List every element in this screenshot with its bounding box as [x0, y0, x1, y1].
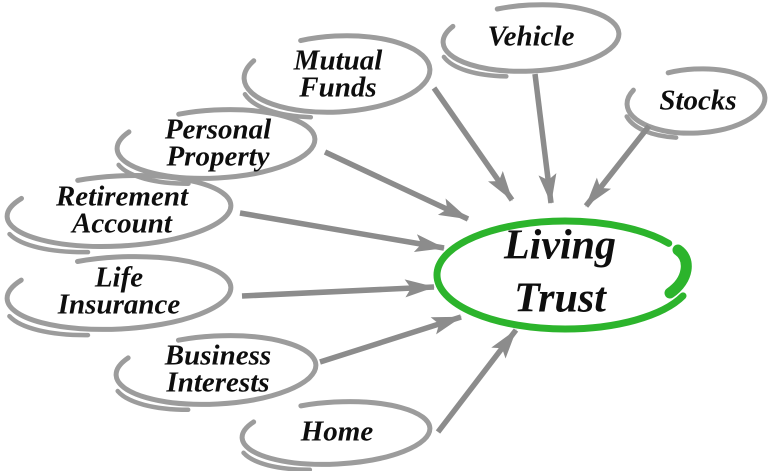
arrow-retirement-account-to-living-trust: [239, 210, 445, 252]
node-mutual-funds-ellipse: [239, 28, 435, 120]
arrow-personal-property-to-living-trust: [323, 149, 470, 222]
center-ellipse-hook-stroke: [664, 244, 692, 299]
node-retirement-account-label: Retirement Account: [55, 180, 189, 239]
node-retirement-account-ellipse: [2, 167, 236, 255]
arrow-business-interests-to-living-trust: [319, 314, 462, 365]
center-label-line2: Trust: [514, 275, 606, 321]
node-home-label-line1: Home: [300, 415, 374, 448]
arrow-vehicle-to-living-trust: [532, 73, 557, 204]
center-label-line1: Living: [504, 222, 616, 269]
center-living-trust-ellipse: [433, 217, 697, 333]
node-vehicle-ellipse: [438, 0, 624, 79]
node-personal-property-label-line2: Property: [166, 140, 270, 172]
arrow-life-insurance-to-living-trust: [241, 279, 435, 299]
arrow-stocks-to-living-trust: [583, 124, 652, 208]
arrow-home-to-living-trust: [435, 328, 519, 434]
node-stocks-ellipse: [622, 61, 768, 141]
node-home-ellipse: [237, 394, 435, 471]
node-retirement-account-label-line2: Account: [72, 207, 172, 239]
node-business-interests-label-line2: Interests: [166, 366, 270, 398]
node-business-interests-label-line1: Business: [164, 339, 272, 372]
node-life-insurance-label-line1: Life: [94, 261, 144, 294]
node-mutual-funds-label-line2: Funds: [299, 71, 377, 103]
node-vehicle-label: Vehicle: [487, 20, 575, 53]
node-vehicle-label-line1: Vehicle: [487, 20, 575, 53]
node-stocks-label-line1: Stocks: [659, 84, 737, 117]
node-personal-property-label: Personal Property: [164, 113, 272, 172]
node-stocks-label: Stocks: [659, 84, 737, 117]
node-home-label: Home: [300, 415, 374, 448]
node-personal-property-label-line1: Personal: [164, 113, 272, 146]
node-mutual-funds-label: Mutual Funds: [293, 44, 383, 103]
node-life-insurance-label-line2: Insurance: [57, 288, 181, 320]
node-business-interests-ellipse: [111, 327, 321, 413]
node-mutual-funds-label-line1: Mutual: [293, 44, 383, 77]
node-business-interests-label: Business Interests: [164, 339, 272, 398]
arrow-mutual-funds-to-living-trust: [431, 86, 515, 202]
node-life-insurance-label: Life Insurance: [57, 261, 181, 320]
center-living-trust-label: Living Trust: [504, 220, 616, 325]
node-life-insurance-ellipse: [2, 248, 236, 338]
node-personal-property-ellipse: [112, 102, 320, 186]
node-retirement-account-label-line1: Retirement: [55, 180, 189, 213]
